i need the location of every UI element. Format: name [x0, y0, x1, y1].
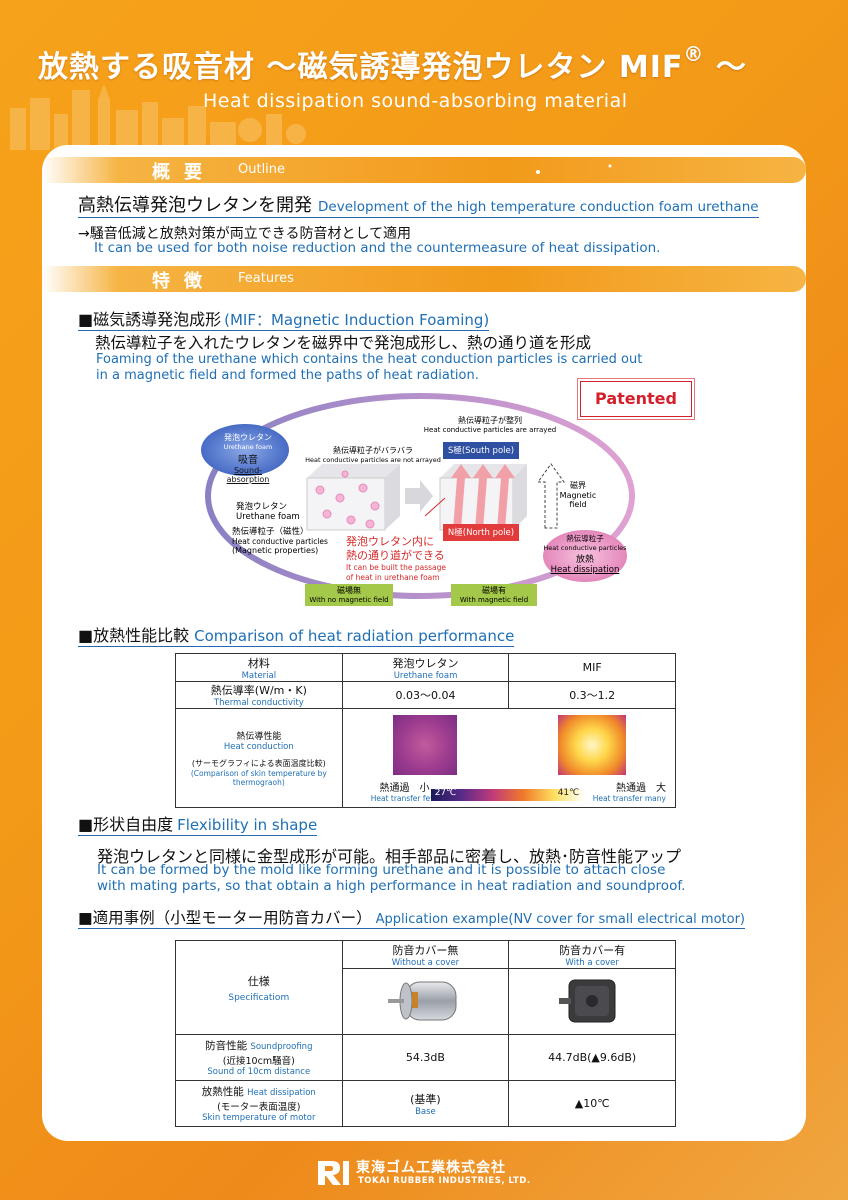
- section-band-features: 特徴 Features: [42, 266, 806, 292]
- flex-desc-en: with mating parts, so that obtain a high…: [97, 878, 686, 894]
- motor-photo-cell: [508, 968, 676, 1035]
- thermograph-mif: [557, 715, 626, 775]
- table-cell: 44.7dB(▲9.6dB): [508, 1034, 676, 1081]
- table-cell: ▲10℃: [508, 1080, 676, 1127]
- flex-desc-jp: 発泡ウレタンと同様に金型成形が可能。相手部品に密着し、放熱･防音性能アップ: [97, 847, 682, 866]
- band-label-jp: 特徴: [152, 271, 216, 292]
- scale-min: 27℃: [434, 788, 457, 798]
- sparkle-icon: [536, 164, 612, 174]
- table-cell: 54.3dB: [341, 1034, 510, 1081]
- mif-desc-en: Foaming of the urethane which contains t…: [96, 352, 643, 367]
- table-cell: 放熱性能 Heat dissipation (モーター表面温度) Skin te…: [175, 1080, 343, 1127]
- mif-desc-en: in a magnetic field and formed the paths…: [96, 368, 479, 383]
- mif-heading: ■磁気誘導発泡成形(MIF：Magnetic Induction Foaming…: [78, 310, 490, 331]
- page-subtitle: Heat dissipation sound-absorbing materia…: [203, 90, 628, 112]
- motor-photo-cell: [341, 968, 510, 1035]
- particle-label: 熱伝導粒子（磁性）Heat conductive particles(Magne…: [232, 527, 328, 555]
- company-footer: 東海ゴム工業株式会社 TOKAI RUBBER INDUSTRIES, LTD.: [316, 1157, 546, 1191]
- band-label-en: Features: [238, 271, 294, 286]
- company-name-jp: 東海ゴム工業株式会社: [356, 1160, 506, 1176]
- motor-with-cover-icon: [559, 979, 616, 1023]
- company-logo-icon: [318, 1161, 349, 1185]
- south-pole-label: S極(South pole): [447, 446, 515, 456]
- section-band-outline: 概要 Outline: [42, 157, 806, 183]
- mif-diagram: [201, 393, 635, 606]
- table-cell: 熱伝導率(W/m・K)Thermal conductivity: [175, 681, 343, 709]
- table-cell: 防音性能 Soundproofing (近接10cm騒音) Sound of 1…: [175, 1034, 343, 1081]
- flex-desc-en: It can be formed by the mold like formin…: [97, 862, 666, 878]
- patented-stamp: Patented: [577, 378, 695, 420]
- band-label-jp: 概要: [152, 162, 216, 183]
- company-name-en: TOKAI RUBBER INDUSTRIES, LTD.: [358, 1176, 531, 1186]
- outline-line-jp: →騒音低減と放熱対策が両立できる防音材として適用: [78, 226, 412, 242]
- registered-mark: ®: [683, 42, 705, 66]
- table-cell: (基準)Base: [341, 1080, 510, 1127]
- page-title: 放熱する吸音材 ～磁気誘導発泡ウレタン MIF® ～: [38, 42, 747, 85]
- thermograph-foam: [392, 715, 457, 775]
- scale-max: 41℃: [557, 788, 580, 798]
- city-skyline-decoration: [10, 84, 306, 150]
- temperature-scale: [430, 789, 585, 801]
- motor-without-cover-icon: [388, 981, 457, 1021]
- table-cell: MIF: [508, 653, 676, 682]
- north-pole-label: N極(North pole): [447, 528, 515, 538]
- heat-path-label: 発泡ウレタン内に熱の通り道ができる It can be built the pa…: [346, 535, 446, 582]
- table-cell: 0.3～1.2: [508, 681, 676, 709]
- application-heading: ■適用事例（小型モーター用防音カバー）Application example(N…: [78, 909, 745, 929]
- table-cell: 0.03～0.04: [341, 681, 510, 709]
- mif-desc-jp: 熱伝導粒子を入れたウレタンを磁界中で発泡成形し、熱の通り道を形成: [95, 334, 592, 352]
- outline-line-en: It can be used for both noise reduction …: [94, 240, 661, 256]
- band-label-en: Outline: [238, 162, 286, 177]
